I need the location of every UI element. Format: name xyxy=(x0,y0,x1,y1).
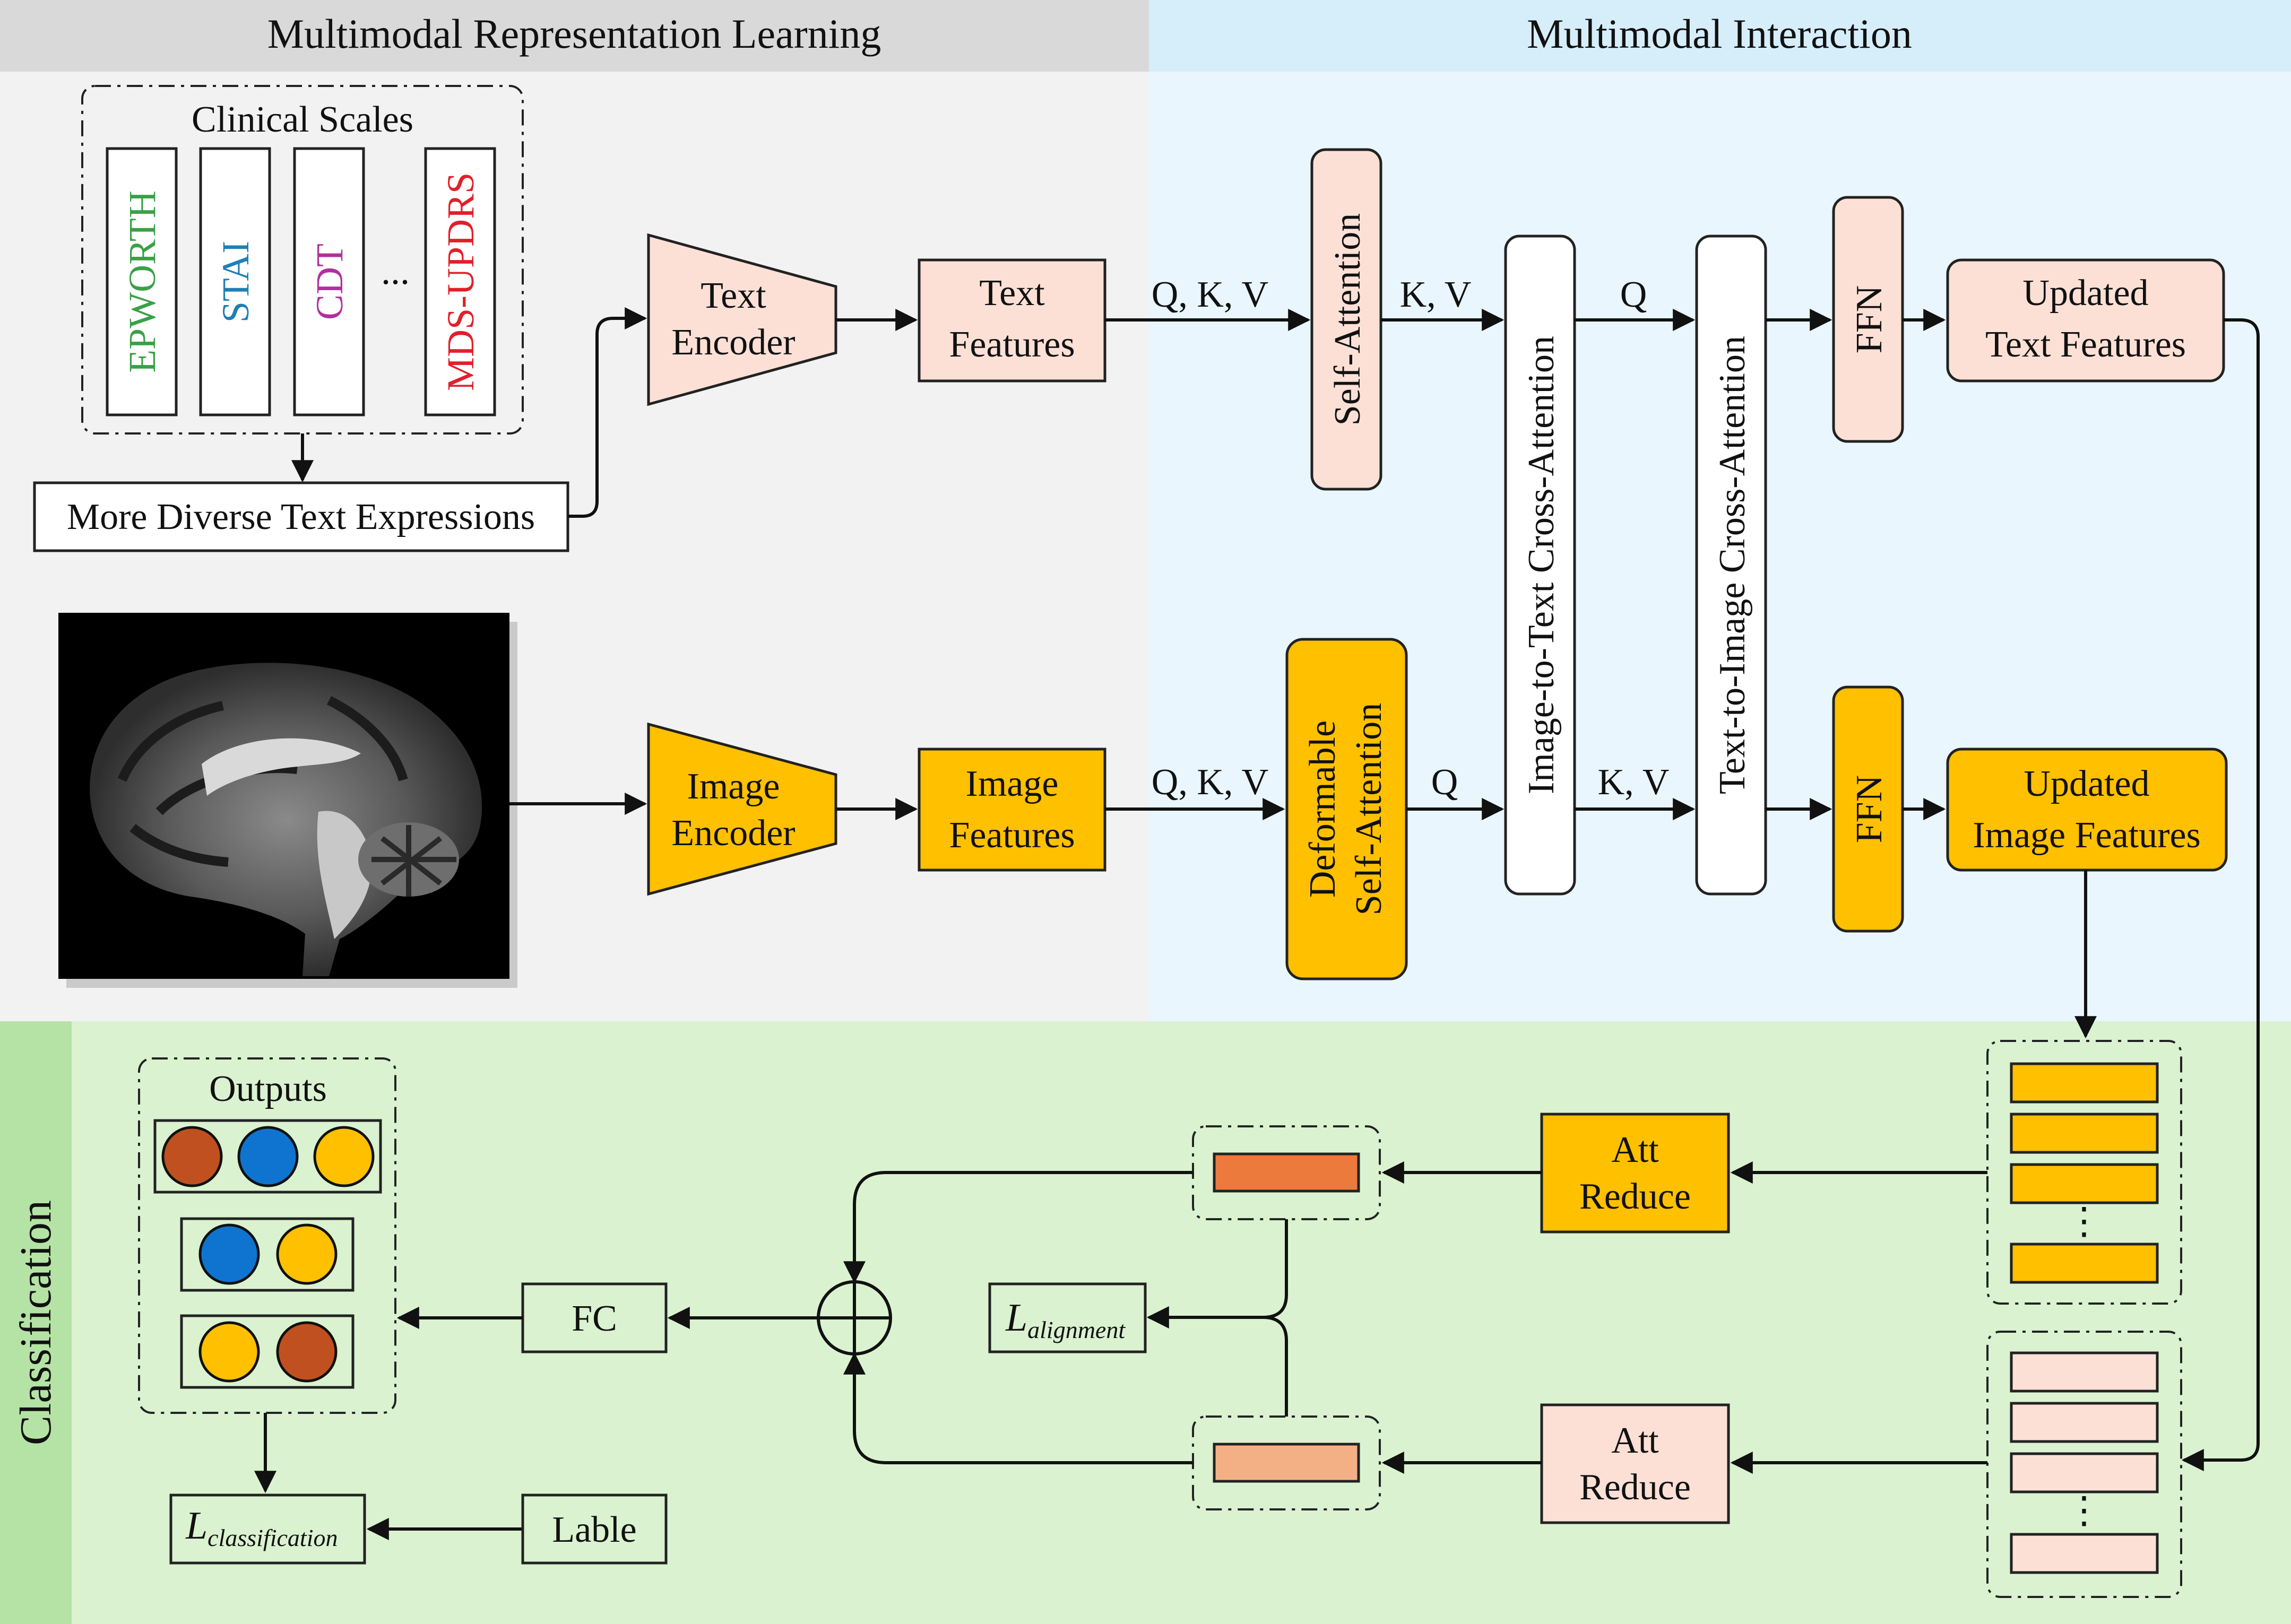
classification-loss-main: L xyxy=(185,1504,208,1548)
outputs-title: Outputs xyxy=(209,1069,327,1109)
text-att-line2: Reduce xyxy=(1579,1467,1691,1508)
text-encoder-line1: Text xyxy=(701,275,766,316)
image-features-box xyxy=(918,748,1106,872)
image-token xyxy=(2010,1062,2159,1104)
text-att-line1: Att xyxy=(1611,1420,1659,1461)
scale-mds-updrs-box xyxy=(424,147,496,416)
text-encoder-line2: Encoder xyxy=(671,322,795,363)
image-encoder xyxy=(647,722,837,896)
deformable-line2: Self-Attention xyxy=(1348,703,1389,915)
image-token xyxy=(2010,1243,2159,1284)
text-to-image-label: Text-to-Image Cross-Attention xyxy=(1712,336,1753,794)
line-text-pooled-to-fusion xyxy=(843,1352,1193,1464)
image-token xyxy=(2010,1163,2159,1204)
representation-header xyxy=(0,0,1149,72)
text-token-ellipsis: ⋮ xyxy=(2065,1490,2103,1531)
lable-label: Lable xyxy=(552,1509,636,1550)
scale-cdt-box xyxy=(293,147,365,416)
text-att-reduce-box xyxy=(1540,1403,1730,1524)
text-encoder xyxy=(647,233,837,406)
text-features-line1: Text xyxy=(979,273,1045,314)
text-q-label: Q xyxy=(1620,274,1647,315)
scale-stai: STAI xyxy=(214,241,257,323)
output-class-yellow xyxy=(198,1321,260,1383)
classification-loss-label: Lclassification xyxy=(185,1504,338,1551)
text-token xyxy=(2010,1351,2159,1393)
scale-mds-updrs: MDS-UPDRS xyxy=(439,172,482,391)
image-token xyxy=(2010,1113,2159,1154)
image-att-line2: Reduce xyxy=(1579,1176,1691,1217)
image-features-line1: Image xyxy=(966,763,1059,804)
image-to-text-cross-attention xyxy=(1504,235,1576,896)
text-qkv-label: Q, K, V xyxy=(1152,274,1268,315)
representation-title: Multimodal Representation Learning xyxy=(267,11,881,57)
output-class-brown xyxy=(161,1126,223,1187)
arrow-updated-text-to-stack xyxy=(2181,318,2260,1471)
updated-image-line1: Updated xyxy=(2024,763,2149,804)
updated-text-line2: Text Features xyxy=(1985,324,2186,365)
lable-box xyxy=(521,1493,668,1565)
image-to-text-label: Image-to-Text Cross-Attention xyxy=(1521,336,1562,794)
output-class-yellow xyxy=(313,1126,375,1187)
diverse-text-box xyxy=(33,481,569,552)
text-token xyxy=(2010,1533,2159,1574)
text-token xyxy=(2010,1452,2159,1493)
text-to-image-cross-attention xyxy=(1695,235,1767,896)
alignment-loss-box xyxy=(988,1282,1147,1353)
interaction-header xyxy=(1149,0,2291,72)
arrow-diverse-to-encoder xyxy=(568,307,647,518)
self-attention-label: Self-Attention xyxy=(1327,213,1368,425)
image-q-label: Q xyxy=(1431,762,1458,803)
outputs-group xyxy=(138,1057,396,1414)
clinical-scales-title: Clinical Scales xyxy=(192,99,413,140)
scale-stai-box xyxy=(199,147,271,416)
output-class-yellow xyxy=(276,1223,338,1285)
updated-image-line2: Image Features xyxy=(1973,815,2201,856)
classification-title: Classification xyxy=(11,1200,60,1445)
alignment-loss-sub: alignment xyxy=(1027,1316,1126,1343)
scale-epworth: EPWORTH xyxy=(121,190,163,373)
output-class-brown xyxy=(276,1321,338,1383)
output-class-blue xyxy=(237,1126,299,1187)
line-image-pooled-to-fusion xyxy=(843,1171,1193,1284)
image-features-line2: Features xyxy=(949,815,1075,856)
classification-loss-sub: classification xyxy=(208,1524,338,1551)
image-ffn-label: FFN xyxy=(1849,775,1890,843)
text-token xyxy=(2010,1402,2159,1443)
image-encoder-line2: Encoder xyxy=(671,813,795,854)
text-features-line2: Features xyxy=(949,324,1075,365)
clinical-scales-group xyxy=(81,85,524,435)
image-qkv-label: Q, K, V xyxy=(1152,762,1268,803)
image-encoder-line1: Image xyxy=(687,766,780,807)
classification-sidebar xyxy=(0,1021,72,1624)
interaction-title: Multimodal Interaction xyxy=(1527,11,1912,57)
diverse-text-label: More Diverse Text Expressions xyxy=(67,497,535,537)
classification-loss-box xyxy=(169,1493,366,1565)
pooled-text-vector xyxy=(1213,1443,1360,1483)
alignment-brace xyxy=(1152,1219,1288,1417)
scale-ellipsis: ... xyxy=(381,250,410,292)
alignment-loss-label: Lalignment xyxy=(1005,1296,1126,1343)
text-ffn-label: FFN xyxy=(1849,285,1890,353)
deformable-line1: Deformable xyxy=(1302,720,1343,898)
fusion-sum-icon xyxy=(817,1280,892,1356)
brain-mri-image xyxy=(58,613,509,979)
pooled-image-vector xyxy=(1213,1152,1360,1193)
image-att-reduce-box xyxy=(1540,1113,1730,1234)
alignment-loss-main: L xyxy=(1005,1296,1027,1340)
updated-text-line1: Updated xyxy=(2022,273,2148,314)
output-class-blue xyxy=(198,1223,260,1285)
scale-epworth-box xyxy=(106,147,178,416)
fc-label: FC xyxy=(572,1298,617,1339)
scale-cdt: CDT xyxy=(308,244,351,320)
text-kv-label: K, V xyxy=(1400,274,1472,315)
image-token-ellipsis: ⋮ xyxy=(2065,1201,2103,1242)
image-att-line1: Att xyxy=(1611,1130,1659,1170)
image-kv-label: K, V xyxy=(1598,762,1670,803)
